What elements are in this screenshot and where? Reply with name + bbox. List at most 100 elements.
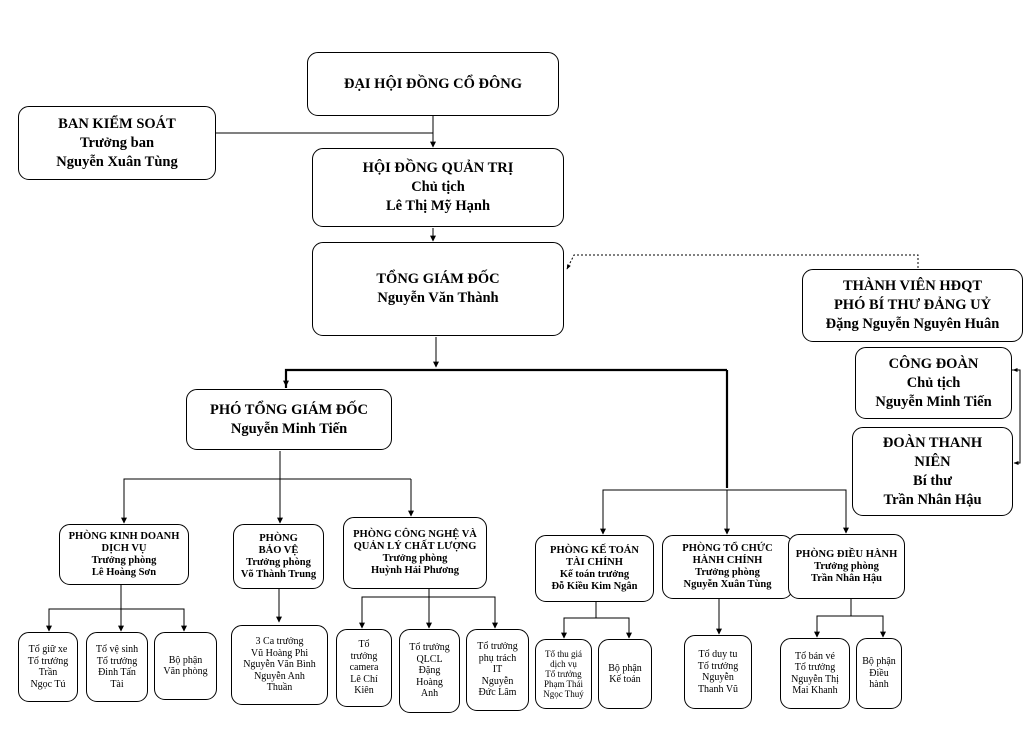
node-text-line: Tổ trưởng: [27, 655, 69, 667]
node-text-line: Nguyễn Minh Tiến: [875, 393, 992, 410]
node-text-line: dịch vụ: [550, 659, 577, 669]
node-text-line: Nguyễn Anh: [254, 670, 305, 682]
node-text-line: Tổ vệ sinh: [95, 644, 139, 655]
node-text-line: QLCL: [416, 653, 443, 665]
node-text-line: Trưởng phòng: [382, 553, 448, 564]
node-text-line: PHÓ TỔNG GIÁM ĐỐC: [209, 401, 369, 418]
edge-ptgd-bus: [123, 451, 412, 522]
node-text-line: Tổ trưởng: [697, 660, 739, 672]
node-text-line: Nguyễn Xuân Tùng: [56, 153, 178, 170]
edge-congdoan-doan: [1012, 369, 1021, 464]
node-text-line: Tổ trưởng: [477, 641, 518, 653]
node-text-line: HỘI ĐỒNG QUẢN TRỊ: [362, 160, 514, 176]
node-text-line: Văn phòng: [163, 666, 208, 677]
node-text-line: Trưởng phòng: [695, 567, 760, 578]
node-text-line: Anh: [420, 688, 439, 700]
node-text-line: PHÒNG TỔ CHỨC: [682, 543, 773, 554]
node-text-line: ĐẠI HỘI ĐỒNG CỔ ĐÔNG: [343, 75, 523, 92]
node-text-line: Thanh Vũ: [697, 683, 739, 695]
node-text-line: Tổ trưởng: [96, 655, 138, 667]
node-text-line: Lê Thị Mỹ Hạnh: [385, 198, 491, 214]
node-text-line: Vũ Hoàng Phi: [250, 647, 309, 659]
node-pho-tong-giam-doc: PHÓ TỔNG GIÁM ĐỐC Nguyễn Minh Tiến: [186, 389, 392, 450]
node-text-line: Nguyễn: [481, 675, 514, 687]
node-text-line: Trần: [38, 667, 58, 678]
edge-right-bus: [602, 489, 847, 533]
node-text-line: Kiên: [354, 685, 374, 697]
node-text-line: Lê Hoàng Sơn: [91, 566, 157, 578]
node-text-line: ĐOÀN THANH: [882, 434, 983, 451]
node-text-line: TỔNG GIÁM ĐỐC: [376, 271, 500, 287]
node-text-line: Ngọc Tú: [30, 678, 66, 690]
node-text-line: Đức Lâm: [478, 687, 517, 699]
node-text-line: Ngọc Thuý: [543, 689, 584, 699]
node-text-line: PHÒNG CÔNG NGHỆ VÀ: [353, 529, 477, 540]
node-text-line: Bộ phận: [608, 662, 642, 674]
edge-pdh-children: [816, 599, 884, 636]
node-text-line: PHÒNG ĐIỀU HÀNH: [795, 548, 898, 560]
node-text-line: CÔNG ĐOÀN: [888, 355, 979, 372]
node-text-line: TÀI CHÍNH: [566, 556, 623, 568]
node-text-line: Tài: [110, 678, 124, 690]
node-text-line: Trần Nhân Hậu: [883, 491, 982, 508]
node-text-line: THÀNH VIÊN HĐQT: [842, 278, 983, 294]
node-text-line: Đỗ Kiều Kim Ngân: [551, 580, 638, 592]
node-text-line: Nguyễn Văn Thành: [377, 290, 499, 306]
node-text-line: Hoàng: [416, 676, 443, 688]
edge-tvhdqt-tgd: [566, 254, 919, 270]
node-text-line: BAN KIỂM SOÁT: [58, 115, 176, 132]
node-text-line: Nguyễn Văn Bình: [243, 659, 316, 671]
node-text-line: Nguyễn: [702, 672, 734, 683]
node-text-line: Nguyễn Thị: [791, 673, 839, 685]
node-text-line: Tổ bán vé: [795, 650, 835, 662]
node-text-line: Tổ: [358, 639, 370, 651]
node-text-line: hành: [869, 679, 889, 691]
node-text-line: DỊCH VỤ: [101, 542, 147, 554]
node-text-line: Nguyễn Xuân Tùng: [683, 579, 772, 590]
node-tong-giam-doc: TỔNG GIÁM ĐỐC Nguyễn Văn Thành: [312, 242, 564, 336]
node-text-line: Thuần: [266, 682, 293, 694]
node-text-line: NIÊN: [914, 453, 951, 470]
node-text-line: Bộ phận: [862, 656, 896, 668]
node-text-line: Đặng: [418, 665, 441, 677]
node-text-line: Bộ phận: [168, 654, 203, 666]
node-dai-hoi-dong-co-dong: ĐẠI HỘI ĐỒNG CỔ ĐÔNG: [307, 52, 559, 116]
node-text-line: Trần Nhân Hậu: [811, 572, 882, 584]
edge-pkd-children: [48, 585, 185, 630]
node-text-line: Đinh Tấn: [98, 667, 136, 678]
node-text-line: phụ trách: [478, 652, 517, 664]
node-text-line: Tổ giữ xe: [28, 644, 68, 655]
node-text-line: Phạm Thái: [543, 679, 584, 689]
node-text-line: Điều: [869, 667, 889, 679]
node-text-line: PHÓ BÍ THƯ ĐẢNG UỶ: [833, 297, 992, 313]
node-text-line: Trưởng phòng: [91, 554, 157, 566]
node-text-line: Huỳnh Hải Phương: [371, 565, 459, 576]
node-text-line: IT: [492, 664, 503, 676]
edge-tgd-ptgd: [284, 368, 727, 388]
node-text-line: PHÒNG KẾ TOÁN: [550, 544, 639, 556]
node-text-line: BẢO VỆ: [258, 544, 299, 556]
node-text-line: Nguyễn Minh Tiến: [230, 420, 348, 437]
node-text-line: Tổ trưởng: [409, 642, 450, 654]
node-text-line: Tổ trưởng: [545, 669, 582, 679]
